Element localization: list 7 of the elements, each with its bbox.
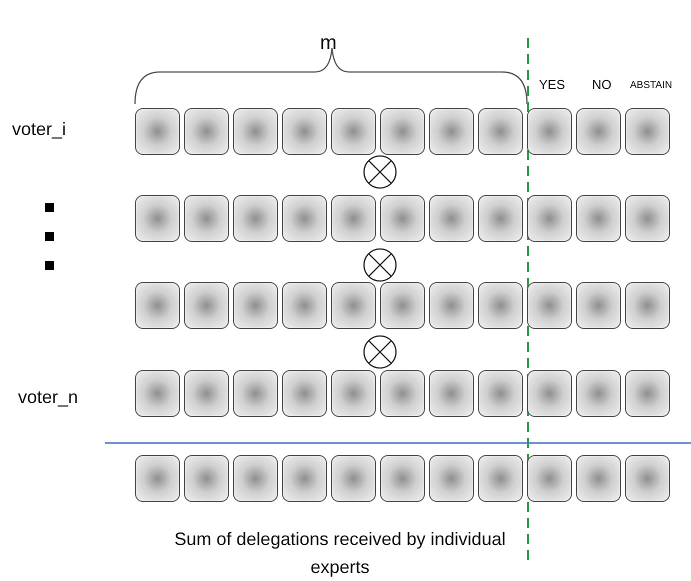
row-label: voter_n — [18, 387, 78, 408]
column-label: NO — [592, 77, 612, 92]
caption-text: Sum of delegations received by individual experts — [173, 528, 507, 579]
column-label: ABSTAIN — [630, 80, 672, 91]
column-label: YES — [539, 77, 566, 92]
dimension-label: m — [320, 32, 337, 55]
row-label: voter_i — [12, 119, 66, 140]
